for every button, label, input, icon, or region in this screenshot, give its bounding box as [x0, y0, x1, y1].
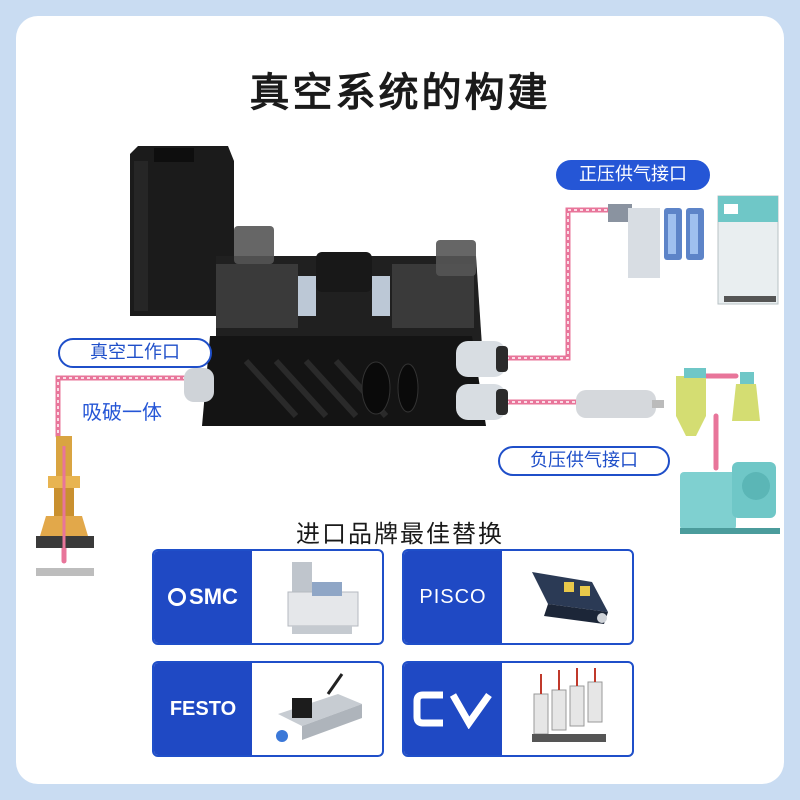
vacuum-system-diagram: [36, 146, 780, 576]
suction-cup: [36, 436, 94, 576]
ckd-product-image: [502, 663, 632, 755]
brand-card-ckd[interactable]: [402, 661, 634, 757]
push-fittings: [184, 341, 508, 420]
negative-port-label: 负压供气接口: [498, 446, 670, 476]
vacuum-valve-body: [130, 146, 486, 426]
silencer-tank: [576, 390, 664, 418]
smc-brand-name: SMC: [189, 584, 238, 609]
ckd-logo-mark: [413, 691, 492, 729]
smc-logo-mark: [168, 588, 187, 606]
pipe-stripes: [57, 209, 616, 436]
brand-card-festo[interactable]: FESTO: [152, 661, 384, 757]
brands-subtitle: 进口品牌最佳替换: [296, 520, 504, 548]
vacuum-pump: [680, 462, 780, 534]
break-label: 吸破一体: [82, 400, 162, 424]
vacuum-filters: [676, 368, 760, 436]
pisco-logo: PISCO: [404, 551, 502, 643]
vacuum-port-label: 真空工作口: [58, 338, 212, 368]
filter-regulator: [608, 204, 704, 278]
pisco-product-image: [502, 551, 632, 643]
brand-card-pisco[interactable]: PISCO: [402, 549, 634, 645]
smc-logo: SMC: [154, 551, 252, 643]
main-card: 真空系统的构建: [16, 16, 784, 784]
positive-port-label: 正压供气接口: [556, 160, 710, 190]
smc-product-image: [252, 551, 382, 643]
ckd-logo: [404, 663, 502, 755]
festo-product-image: [252, 663, 382, 755]
festo-logo: FESTO: [154, 663, 252, 755]
air-compressor: [717, 195, 779, 305]
brand-card-smc[interactable]: SMC: [152, 549, 384, 645]
page-title: 真空系统的构建: [249, 70, 551, 116]
